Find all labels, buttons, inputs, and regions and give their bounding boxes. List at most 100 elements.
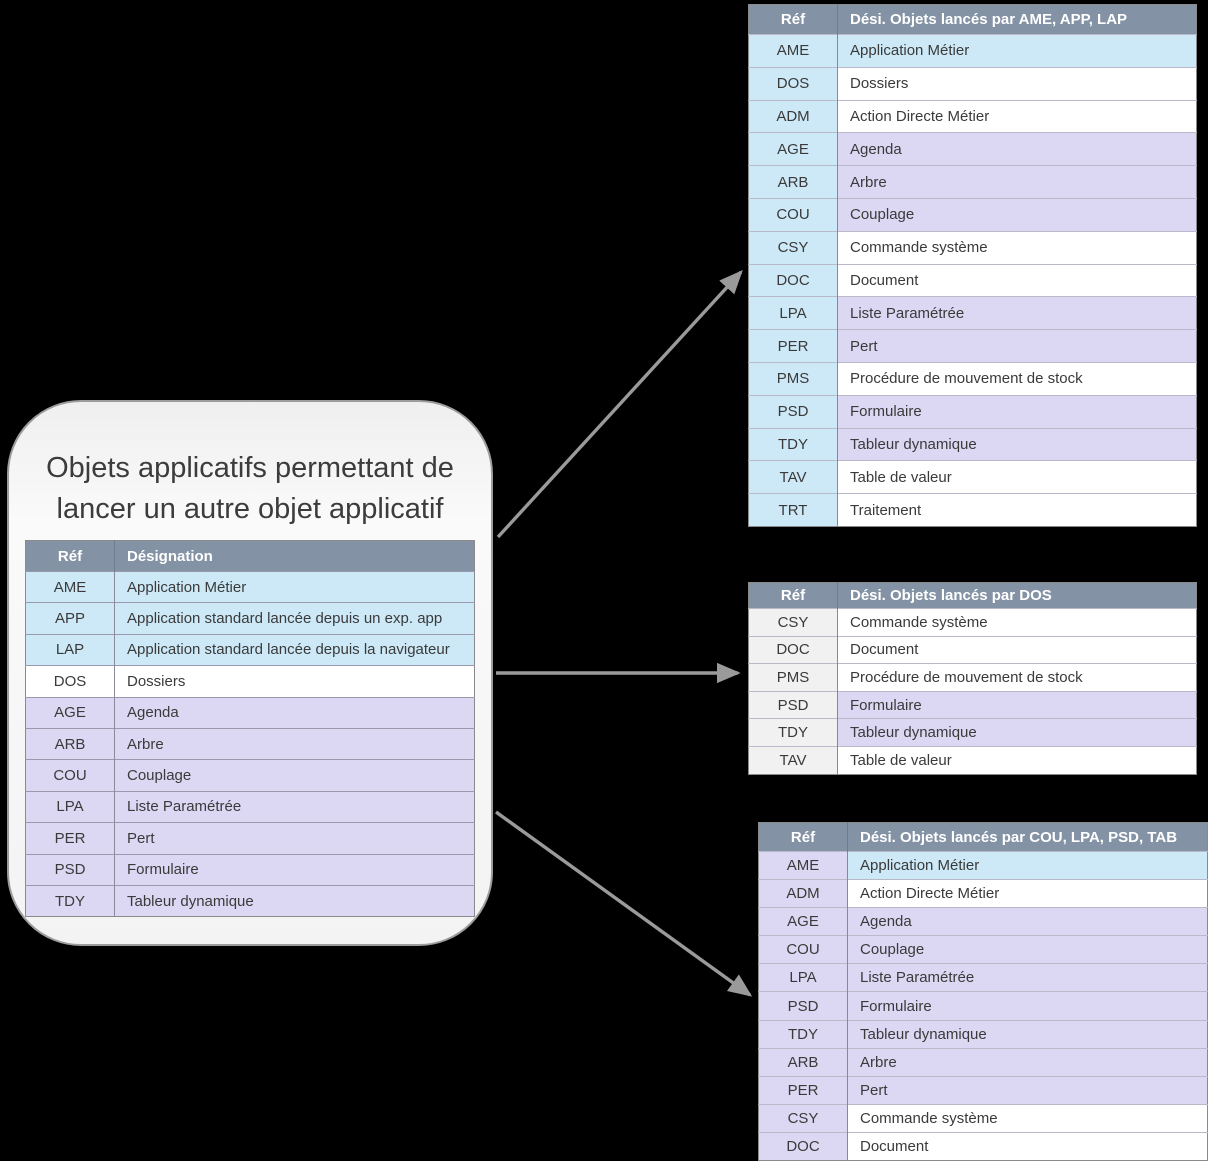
ref-cell: ADM xyxy=(748,99,838,133)
designation-cell: Document xyxy=(847,1131,1208,1161)
designation-cell: Procédure de mouvement de stock xyxy=(837,361,1197,396)
designation-cell: Formulaire xyxy=(114,853,475,886)
ref-cell: TRT xyxy=(748,493,838,527)
designation-cell: Application Métier xyxy=(847,850,1208,880)
ref-cell: PSD xyxy=(25,853,115,886)
designation-cell: Document xyxy=(837,263,1197,297)
panel-title-line2: lancer un autre objet applicatif xyxy=(56,493,444,525)
panel-title-line1: Objets applicatifs permettant de xyxy=(46,452,454,484)
designation-cell: Tableur dynamique xyxy=(847,1019,1208,1049)
designation-cell: Document xyxy=(837,635,1197,664)
ref-cell: PSD xyxy=(758,991,848,1021)
ref-cell: DOS xyxy=(25,665,115,698)
ref-cell: ARB xyxy=(758,1047,848,1077)
ref-cell: TAV xyxy=(748,460,838,494)
arrow xyxy=(495,810,753,997)
col-header-ref: Réf xyxy=(758,822,848,852)
designation-cell: Tableur dynamique xyxy=(837,718,1197,747)
ref-cell: PER xyxy=(748,329,838,363)
ref-cell: AGE xyxy=(758,907,848,936)
ref-cell: PER xyxy=(758,1075,848,1105)
ref-cell: TDY xyxy=(748,718,838,747)
designation-cell: Agenda xyxy=(847,907,1208,936)
ref-cell: PMS xyxy=(748,361,838,396)
designation-cell: Couplage xyxy=(114,759,475,792)
designation-cell: Dossiers xyxy=(837,66,1197,101)
designation-cell: Traitement xyxy=(837,493,1197,527)
ref-cell: AME xyxy=(758,850,848,880)
ref-cell: AME xyxy=(748,34,838,68)
designation-cell: Commande système xyxy=(847,1103,1208,1133)
col-header-designation: Dési. Objets lancés par DOS xyxy=(837,582,1197,609)
ref-cell: DOC xyxy=(748,263,838,297)
designation-cell: Pert xyxy=(847,1075,1208,1105)
designation-cell: Agenda xyxy=(114,696,475,729)
designation-cell: Action Directe Métier xyxy=(837,99,1197,133)
col-header-ref: Réf xyxy=(748,582,838,609)
designation-cell: Couplage xyxy=(847,935,1208,964)
designation-cell: Formulaire xyxy=(837,394,1197,429)
designation-cell: Pert xyxy=(837,329,1197,363)
designation-cell: Agenda xyxy=(837,132,1197,166)
designation-cell: Arbre xyxy=(847,1047,1208,1077)
ref-cell: TDY xyxy=(758,1019,848,1049)
designation-cell: Commande système xyxy=(837,230,1197,265)
designation-cell: Application Métier xyxy=(837,34,1197,68)
ref-cell: PER xyxy=(25,822,115,855)
ref-cell: CSY xyxy=(748,230,838,265)
ref-cell: LPA xyxy=(748,296,838,330)
ref-cell: COU xyxy=(25,759,115,792)
ref-cell: LPA xyxy=(25,790,115,823)
ref-cell: TAV xyxy=(748,745,838,775)
designation-cell: Table de valeur xyxy=(837,745,1197,775)
ref-cell: CSY xyxy=(748,608,838,637)
designation-cell: Action Directe Métier xyxy=(847,879,1208,908)
designation-cell: Procédure de mouvement de stock xyxy=(837,663,1197,692)
col-header-designation: Dési. Objets lancés par COU, LPA, PSD, T… xyxy=(847,822,1208,852)
designation-cell: Application standard lancée depuis un ex… xyxy=(114,602,475,635)
ref-cell: AME xyxy=(25,570,115,603)
col-header-designation: Dési. Objets lancés par AME, APP, LAP xyxy=(837,4,1197,35)
ref-cell: ADM xyxy=(758,879,848,908)
ref-cell: ARB xyxy=(25,727,115,760)
designation-cell: Liste Paramétrée xyxy=(114,790,475,823)
ref-cell: PSD xyxy=(748,690,838,719)
ref-cell: ARB xyxy=(748,165,838,199)
designation-cell: Tableur dynamique xyxy=(114,884,475,917)
designation-cell: Liste Paramétrée xyxy=(847,963,1208,992)
